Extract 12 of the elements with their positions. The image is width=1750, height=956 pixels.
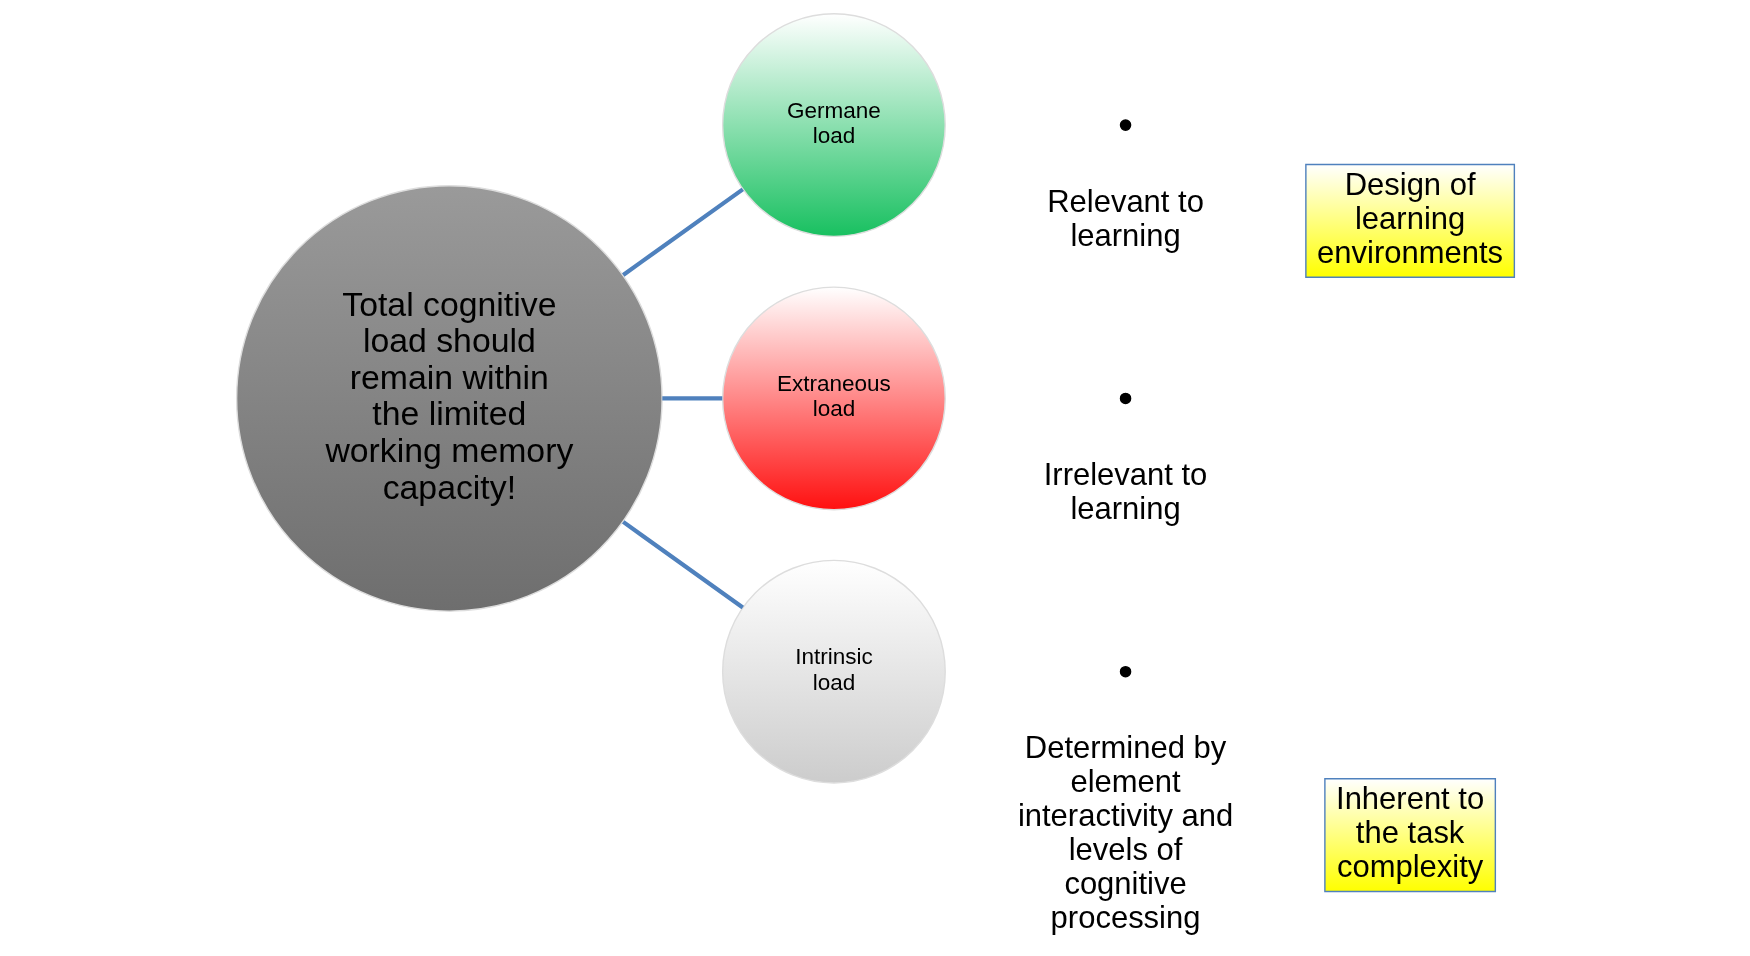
node-label: Relevant to learning <box>1046 183 1204 253</box>
node-box: Design of learning environments <box>1304 163 1515 278</box>
connector <box>621 520 744 610</box>
connector <box>621 187 744 277</box>
node-circle: Total cognitive load should remain within the limited working memory capacity! <box>235 185 663 612</box>
node-circle: Intrinsic load <box>721 559 946 784</box>
node-label: Irrelevant to learning <box>1043 457 1207 526</box>
node-circle: Germane load <box>721 13 946 238</box>
node-box: Inherent to the task complexity <box>1323 778 1496 893</box>
node-label: Determined by element interactivity and levels of cognitive processing <box>1017 730 1233 935</box>
node-circle: Extraneous load <box>721 286 946 511</box>
connector <box>661 396 722 401</box>
